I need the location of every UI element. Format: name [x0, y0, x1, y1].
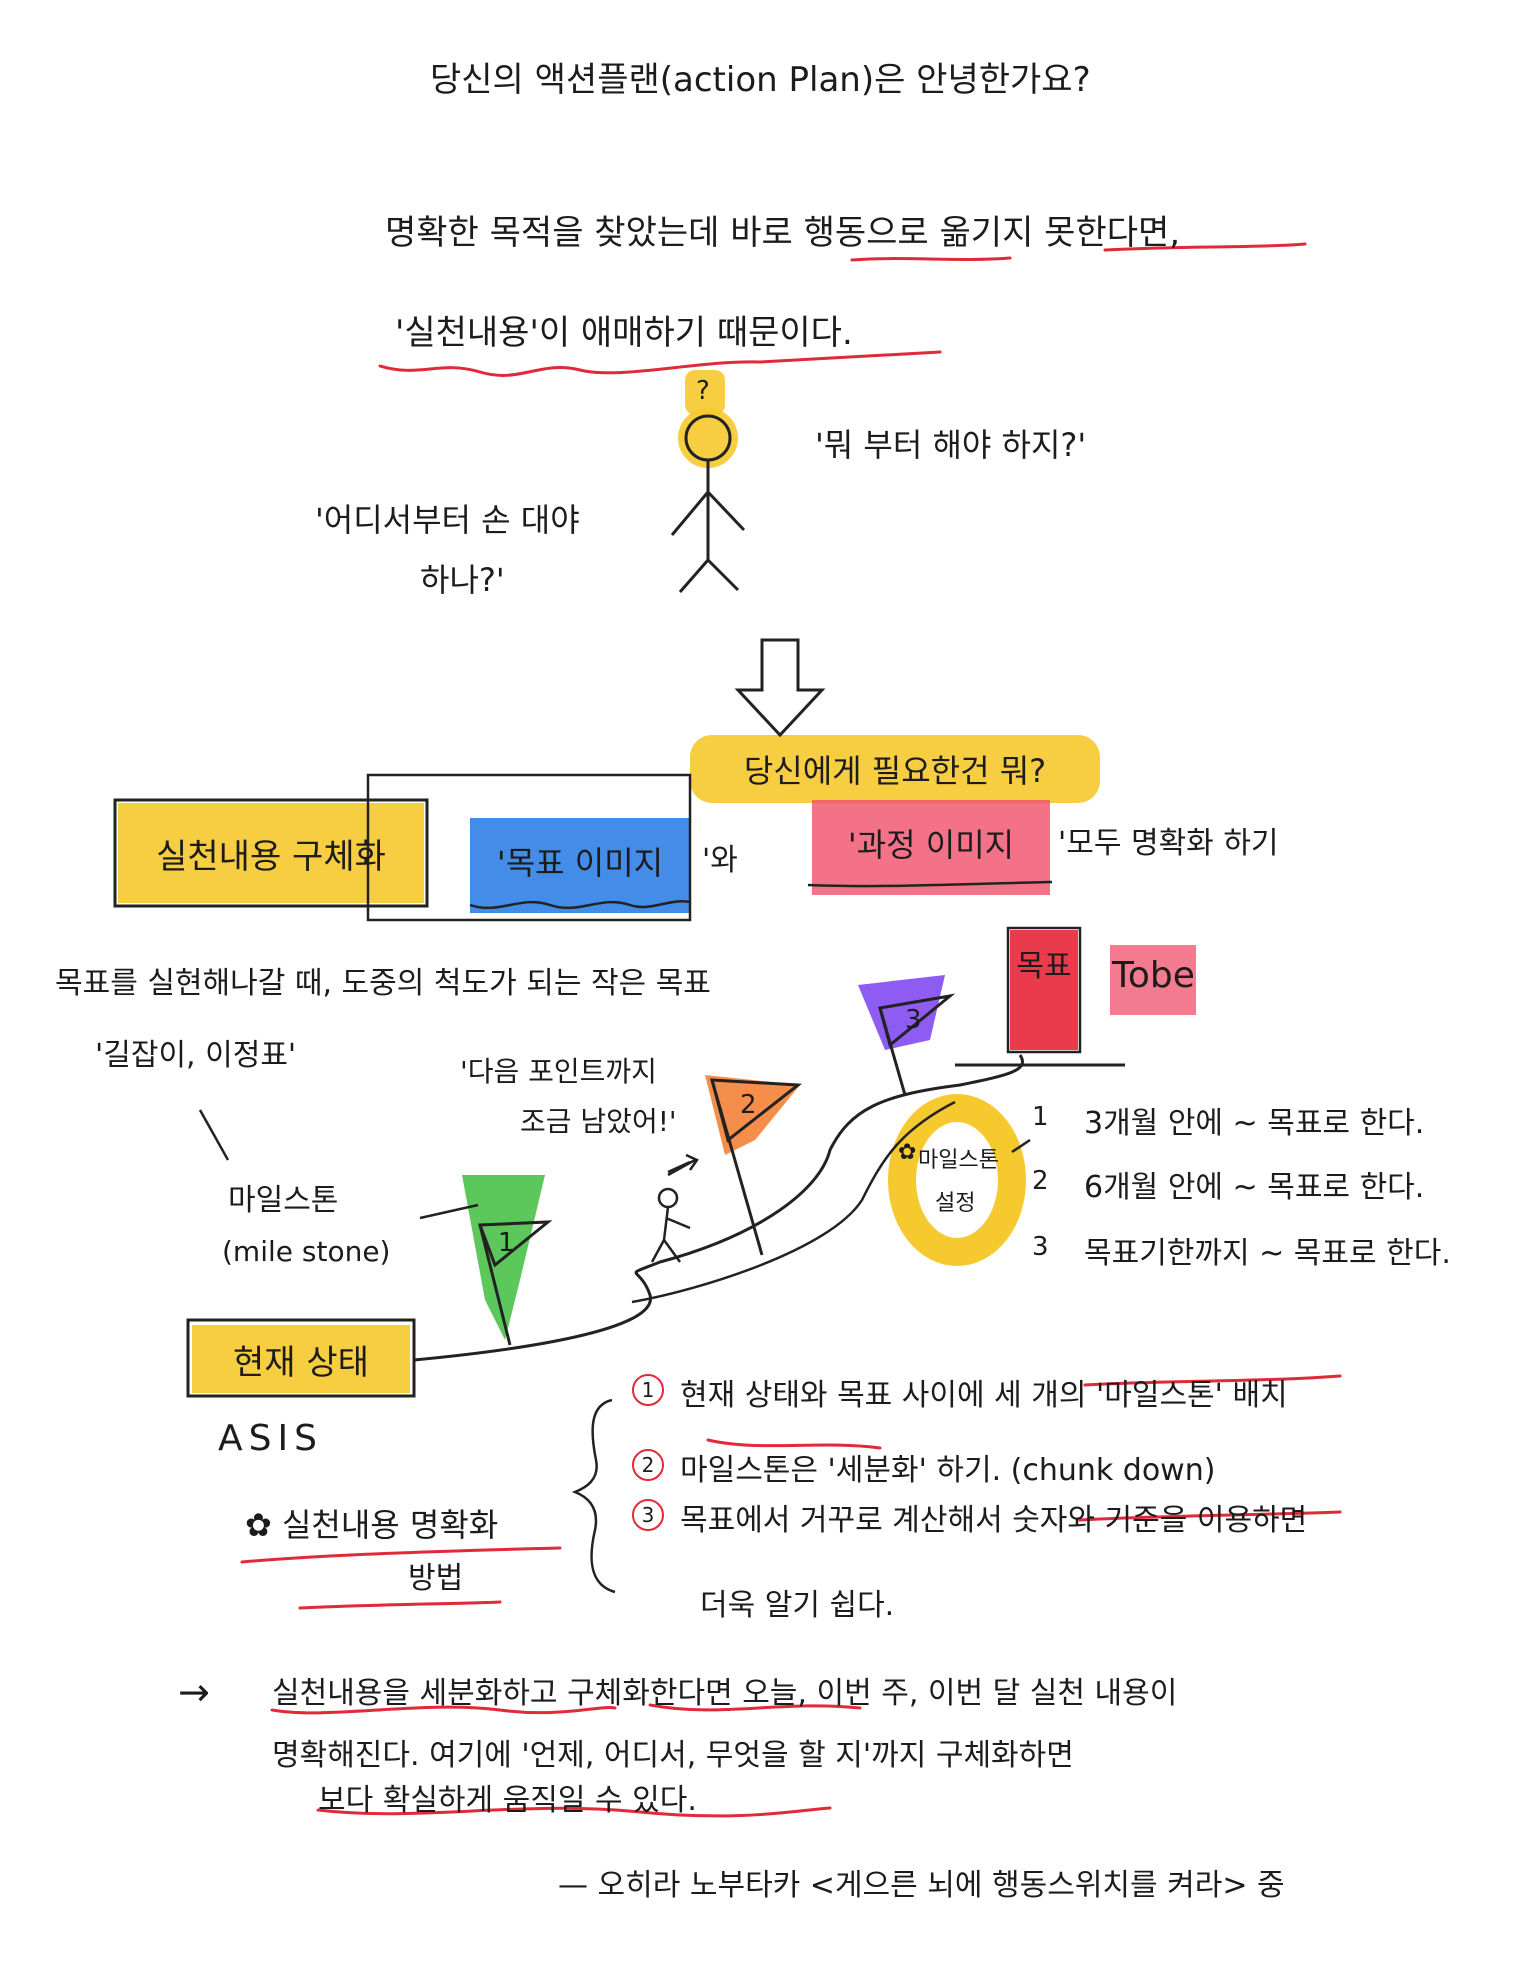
milestone-to-flag-pointer: [419, 1203, 479, 1220]
conclusion-arrow-icon: →: [178, 1670, 210, 1714]
highlight-concretize: [118, 803, 424, 903]
asis-label: ASIS: [218, 1418, 323, 1459]
red-underlines: [240, 242, 1342, 1818]
milestone-label-line-1: 마일스톤: [228, 1183, 339, 1218]
tobe-label: Tobe: [1112, 955, 1195, 996]
highlight-goal-box: [1010, 930, 1078, 1050]
clarify-suffix: '모두 명확화 하기: [1058, 826, 1279, 861]
flag-2-number: 2: [740, 1090, 757, 1120]
step-3-continuation: 더욱 알기 쉽다.: [700, 1588, 895, 1623]
timeline-text: 목표기한까지 ~ 목표로 한다.: [1084, 1236, 1451, 1271]
steps-brace: [571, 1398, 616, 1594]
timeline-text: 6개월 안에 ~ 목표로 한다.: [1084, 1170, 1425, 1205]
runner-thought-line-1: '다음 포인트까지: [460, 1055, 657, 1088]
highlight-goal-image: [470, 818, 690, 913]
highlight-need-banner: [690, 735, 1100, 803]
timeline-num: 1: [1032, 1102, 1049, 1132]
flag-3-number: 3: [905, 1005, 922, 1035]
method-line-1: ✿ 실천내용 명확화: [245, 1506, 499, 1544]
runner-thought-line-2: 조금 남았어!': [520, 1105, 677, 1138]
timeline-num: 2: [1032, 1166, 1049, 1196]
highlight-question: [685, 370, 725, 415]
source-citation: — 오히라 노부타카 <게으른 뇌에 행동스위치를 켜라> 중: [558, 1868, 1285, 1903]
milestone-label-line-2: (mile stone): [222, 1235, 391, 1268]
timeline-text: 3개월 안에 ~ 목표로 한다.: [1084, 1106, 1425, 1141]
step-num: 3: [632, 1499, 664, 1531]
timeline-num: 3: [1032, 1232, 1049, 1262]
flag-1-number: 1: [498, 1228, 515, 1258]
blue-box-wave: [469, 900, 691, 910]
process-image-box: '과정 이미지: [847, 825, 1015, 864]
down-arrow-icon: [734, 638, 826, 738]
flag-2-icon: [705, 1075, 803, 1256]
outline-goal-box: [1006, 926, 1082, 1054]
setting-to-timeline: [1011, 1138, 1031, 1154]
intro-line-1: 명확한 목적을 찾았는데 바로 행동으로 옮기지 못한다면,: [385, 213, 1181, 253]
method-line-2: 방법: [408, 1561, 464, 1596]
milestone-setting-line-2: 설정: [935, 1191, 976, 1216]
thought-right: '뭐 부터 해야 하지?': [815, 426, 1087, 464]
step-num: 1: [632, 1374, 664, 1406]
highlight-tobe: [1110, 945, 1196, 1015]
conclusion-line-2: 명확해진다. 여기에 '언제, 어디서, 무엇을 할 지'까지 구체화하면: [272, 1738, 1074, 1773]
question-mark: ?: [696, 376, 710, 406]
conclusion-line-3: 보다 확실하게 움직일 수 있다.: [318, 1783, 697, 1818]
intro-line-2: '실천내용'이 애매하기 때문이다.: [395, 313, 853, 353]
outline-current-state: [186, 1318, 416, 1398]
need-banner: 당신에게 필요한건 뭐?: [743, 752, 1047, 790]
stick-figure: [670, 414, 746, 593]
milestone-setting-line-1: 마일스톤: [918, 1148, 999, 1173]
milestone-pointer: [198, 1109, 230, 1161]
thought-left-line-2: 하나?': [420, 561, 505, 599]
step-text: 목표에서 거꾸로 계산해서 숫자와 기준을 이용하면: [680, 1503, 1308, 1538]
highlight-milestone-setting: [888, 1094, 1026, 1266]
page-title: 당신의 액션플랜(action Plan)은 안녕한가요?: [430, 60, 1091, 100]
milestone-desc-line-1: 목표를 실현해나갈 때, 도중의 척도가 되는 작은 목표: [55, 966, 711, 1001]
pink-box-line: [807, 880, 1053, 888]
concretize-box: 실천내용 구체화: [156, 836, 386, 877]
outline-connector-frame: [366, 773, 692, 922]
goal-image-box: '목표 이미지: [496, 843, 664, 882]
current-state-box: 현재 상태: [233, 1342, 369, 1383]
runner-figure: [650, 1160, 691, 1263]
flag-3-icon: [858, 975, 956, 1096]
highlight-current-state: [192, 1325, 410, 1393]
flag-1-icon: [462, 1175, 553, 1346]
milestone-setting-star: ✿: [898, 1140, 917, 1165]
goal-box-label: 목표: [1016, 949, 1072, 984]
step-num: 2: [632, 1449, 664, 1481]
outline-concretize: [113, 798, 429, 908]
conclusion-line-1: 실천내용을 세분화하고 구체화한다면 오늘, 이번 주, 이번 달 실천 내용이: [272, 1676, 1178, 1711]
journey-path-lower: [631, 1100, 956, 1304]
milestone-desc-line-2: '길잡이, 이정표': [95, 1038, 297, 1073]
highlight-process-image: [812, 800, 1050, 895]
thought-left-line-1: '어디서부터 손 대야: [315, 501, 580, 539]
step-text: 현재 상태와 목표 사이에 세 개의 '마일스톤' 배치: [680, 1378, 1288, 1413]
step-text: 마일스톤은 '세분화' 하기. (chunk down): [680, 1453, 1216, 1488]
runner-arrow-icon: [667, 1153, 699, 1177]
connector-wa: '와: [702, 843, 738, 878]
